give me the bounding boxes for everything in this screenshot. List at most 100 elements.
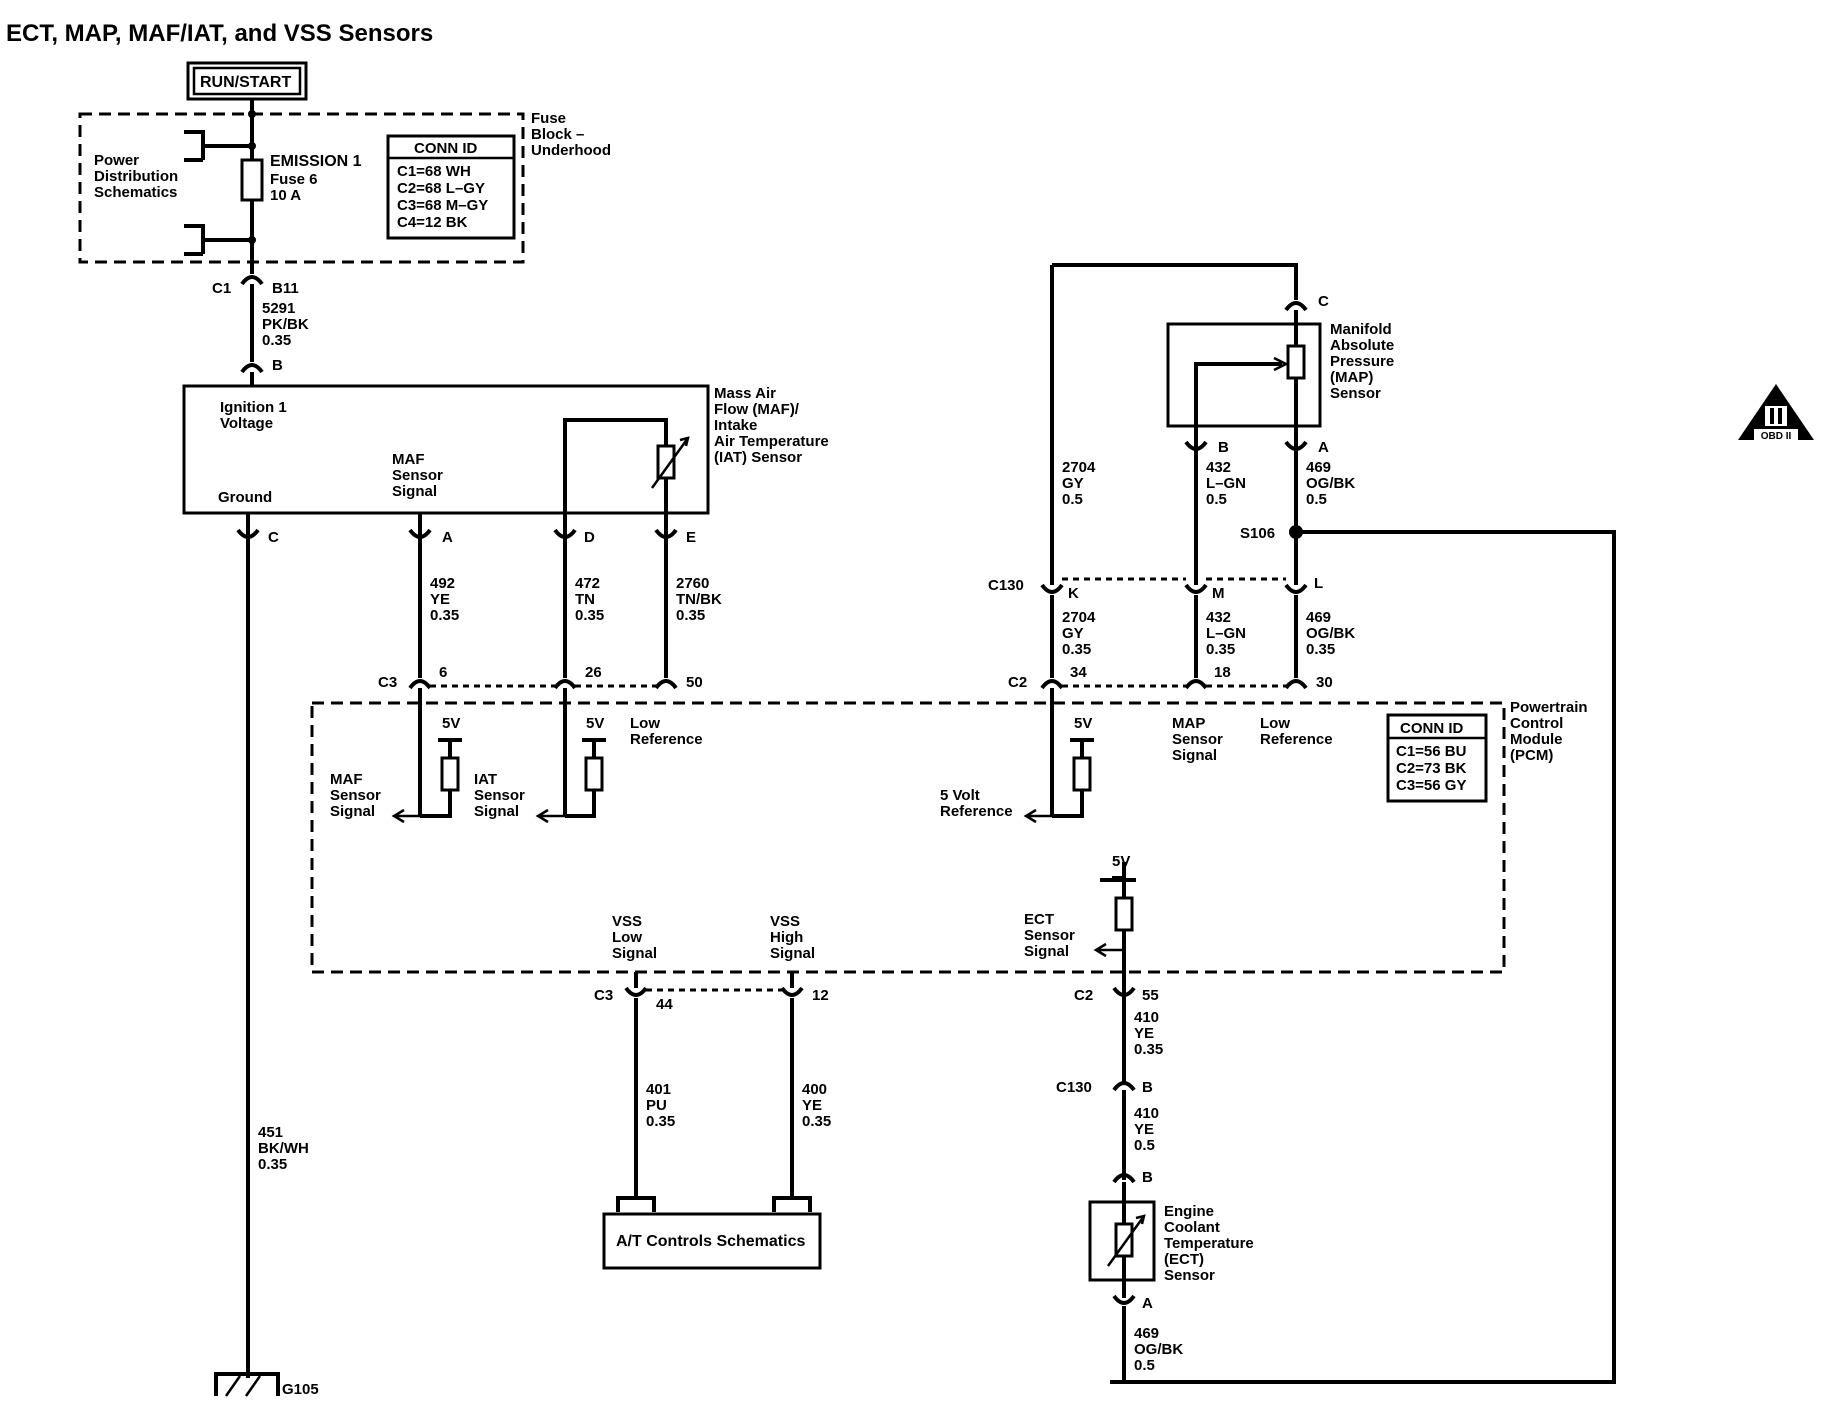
conn-id-fuse-row: C4=12 BK — [397, 214, 468, 231]
wire-469-bot-gauge: 0.35 — [1306, 641, 1335, 658]
pcm-5v-ect: 5V — [1112, 853, 1130, 870]
at-bracket-left — [616, 1196, 656, 1212]
wire-401-color: PU — [646, 1097, 667, 1114]
wire-469-ect-color: OG/BK — [1134, 1341, 1183, 1358]
wire-432-top-color: L–GN — [1206, 475, 1246, 492]
power-dist-label-3: Schematics — [94, 184, 177, 201]
connector-c1 — [240, 275, 264, 286]
c2-top-label: C2 — [1008, 674, 1027, 691]
c130-pin-k: K — [1068, 585, 1079, 602]
wire-492-num: 492 — [430, 575, 455, 592]
at-controls-box — [602, 1212, 822, 1270]
pcm-ref5-1: 5 Volt — [940, 787, 980, 804]
pcm-low-ref2-2: Reference — [1260, 731, 1333, 748]
pcm-5v-iat: 5V — [586, 715, 604, 732]
connector-c3-6 — [408, 679, 432, 690]
c2-bot-pin: 55 — [1142, 987, 1159, 1004]
fuse-number: Fuse 6 — [270, 171, 318, 188]
wire-451-num: 451 — [258, 1124, 283, 1141]
wire-400-num: 400 — [802, 1081, 827, 1098]
fuse-name: EMISSION 1 — [270, 153, 362, 170]
wire-469-bot-num: 469 — [1306, 609, 1331, 626]
pcm-vss-high-2: High — [770, 929, 803, 946]
wire-2760-gauge: 0.35 — [676, 607, 705, 624]
connector-c2-18 — [1184, 679, 1208, 690]
maf-pin-e: E — [686, 529, 696, 546]
c3-top-pin-26: 26 — [585, 664, 602, 681]
power-dist-label-1: Power — [94, 152, 139, 169]
wire-2760-color: TN/BK — [676, 591, 722, 608]
c3-top-pin-6: 6 — [439, 664, 447, 681]
ect-name-4: (ECT) — [1164, 1251, 1204, 1268]
ref5-arrow — [1023, 808, 1052, 824]
conn-id-fuse-row: C3=68 M–GY — [397, 197, 488, 214]
wire-469-bot-color: OG/BK — [1306, 625, 1355, 642]
maf-signal-label-3: Signal — [392, 483, 437, 500]
iat-pullup-resistor — [584, 756, 604, 792]
c130-top-label: C130 — [988, 577, 1024, 594]
conn-id-fuse-box — [386, 134, 516, 240]
pcm-5v-ref: 5V — [1074, 715, 1092, 732]
iat-loop-wire — [563, 418, 668, 513]
c130-pin-m: M — [1212, 585, 1225, 602]
wire-432-top-num: 432 — [1206, 459, 1231, 476]
maf-pin-a: A — [442, 529, 453, 546]
maf-name-2: Flow (MAF)/ — [714, 401, 800, 418]
pcm-iat-sig-2: Sensor — [474, 787, 525, 804]
connector-c130-m — [1184, 583, 1208, 594]
pcm-5v-maf: 5V — [442, 715, 460, 732]
connector-c3-44 — [624, 986, 648, 997]
map-sensor-potentiometer — [1286, 344, 1306, 380]
fuse-amperage: 10 A — [270, 187, 301, 204]
maf-pullup-resistor — [440, 756, 460, 792]
ect-name-2: Coolant — [1164, 1219, 1220, 1236]
pcm-low-ref2-1: Low — [1260, 715, 1290, 732]
pcm-maf-sig-2: Sensor — [330, 787, 381, 804]
pcm-map-sig-2: Sensor — [1172, 731, 1223, 748]
wire-432-bot-num: 432 — [1206, 609, 1231, 626]
wire-2704-bot-color: GY — [1062, 625, 1084, 642]
pcm-iat-sig-1: IAT — [474, 771, 497, 788]
power-dist-bracket-top — [184, 130, 205, 162]
pcm-name-1: Powertrain — [1510, 699, 1588, 716]
pcm-vss-high-3: Signal — [770, 945, 815, 962]
wire-5291-num: 5291 — [262, 300, 295, 317]
fuse-block-label-1: Fuse — [531, 110, 566, 127]
wire-400-gauge: 0.35 — [802, 1113, 831, 1130]
map-pin-c: C — [1318, 293, 1329, 310]
maf-ign-label-1: Ignition 1 — [220, 399, 287, 416]
maf-ground-label: Ground — [218, 489, 272, 506]
at-bracket-right — [772, 1196, 812, 1212]
wire-472-color: TN — [575, 591, 595, 608]
pcm-outline — [310, 701, 1506, 974]
map-name-2: Absolute — [1330, 337, 1394, 354]
wire-401-num: 401 — [646, 1081, 671, 1098]
c3-bot-pin-44: 44 — [656, 996, 673, 1013]
connector-maf-b — [240, 363, 264, 374]
iat-signal-arrow — [535, 808, 565, 824]
wire-469-return — [1110, 530, 1616, 1384]
pcm-ect-2: Sensor — [1024, 927, 1075, 944]
pcm-low-ref-2: Reference — [630, 731, 703, 748]
fuse-block-label-3: Underhood — [531, 142, 611, 159]
wire-432-bot-color: L–GN — [1206, 625, 1246, 642]
wire-410a-gauge: 0.35 — [1134, 1041, 1163, 1058]
wire-469-top-gauge: 0.5 — [1306, 491, 1327, 508]
pcm-ect-3: Signal — [1024, 943, 1069, 960]
pcm-map-sig-3: Signal — [1172, 747, 1217, 764]
run-start-box — [192, 66, 302, 96]
iat-thermistor-arrow — [650, 436, 690, 489]
connector-c130-k — [1040, 583, 1064, 594]
wire-410a-num: 410 — [1134, 1009, 1159, 1026]
ect-thermistor-arrow — [1106, 1214, 1146, 1267]
page-title: ECT, MAP, MAF/IAT, and VSS Sensors — [6, 20, 433, 47]
connector-c2-30 — [1284, 679, 1308, 690]
power-dist-label-2: Distribution — [94, 168, 178, 185]
wire-469-top-num: 469 — [1306, 459, 1331, 476]
map-pin-a: A — [1318, 439, 1329, 456]
maf-signal-label-2: Sensor — [392, 467, 443, 484]
splice-dot — [248, 142, 256, 150]
obd-ii-label: OBD II — [1761, 431, 1792, 442]
wire-472-num: 472 — [575, 575, 600, 592]
